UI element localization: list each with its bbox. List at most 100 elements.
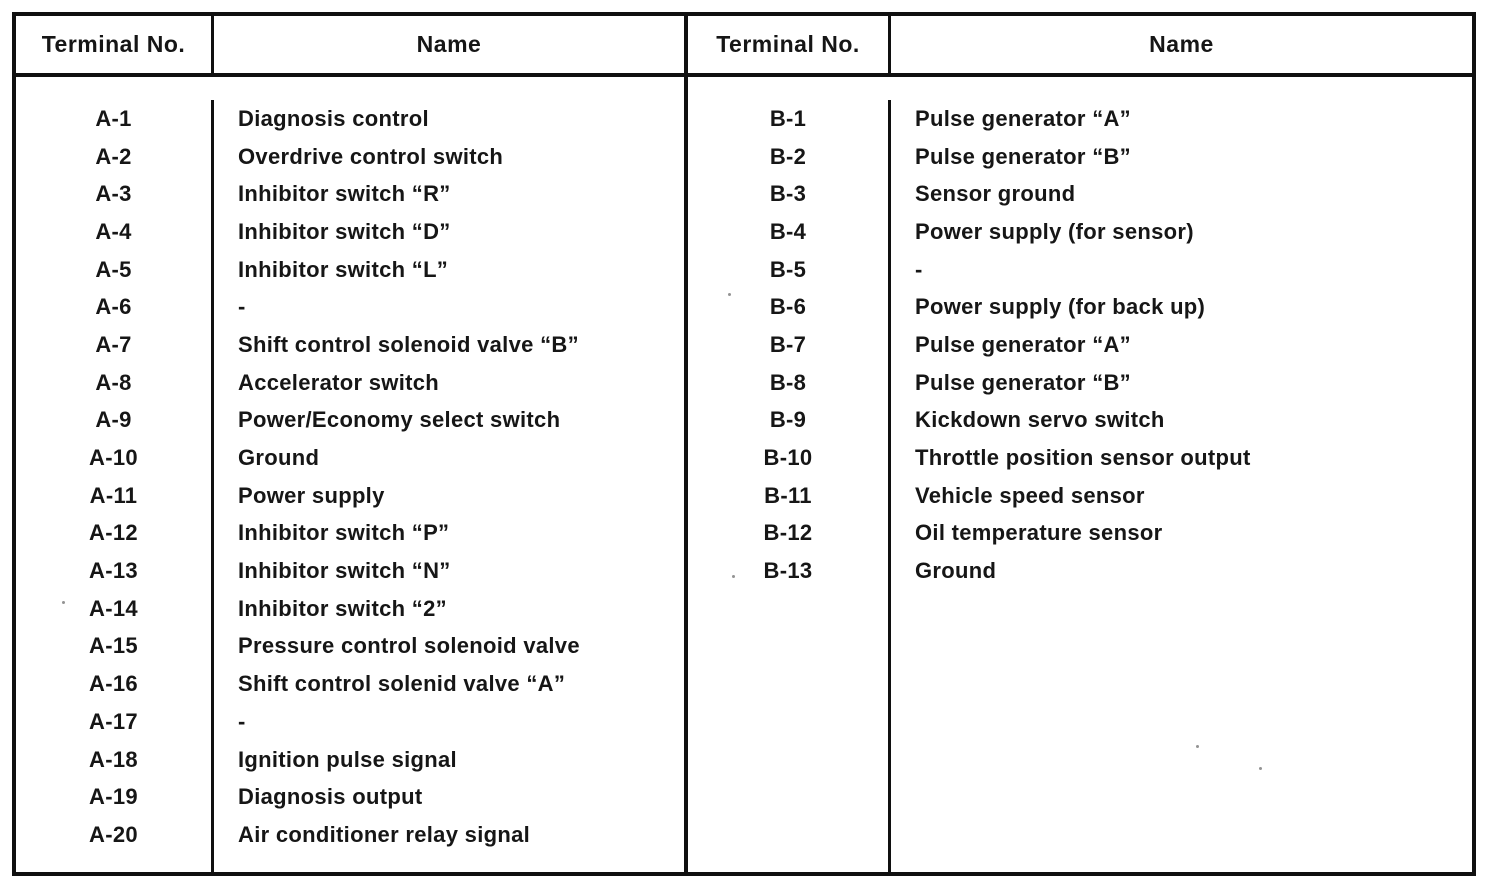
terminal-no-cell: A-20 xyxy=(16,816,214,854)
terminal-no-cell: A-19 xyxy=(16,778,214,817)
terminal-no-cell: A-1 xyxy=(16,100,214,138)
terminal-name-cell: Air conditioner relay signal xyxy=(238,821,531,847)
terminal-name-cell: Pulse generator “B” xyxy=(915,143,1131,169)
terminal-no-cell: A-2 xyxy=(16,137,214,176)
table-row: B-5 - xyxy=(688,250,1472,289)
terminal-name-cell: Accelerator switch xyxy=(238,369,440,395)
table-row: A-20 Air conditioner relay signal xyxy=(16,816,684,854)
terminal-name-cell: Power/Economy select switch xyxy=(238,407,561,433)
table-row: A-2 Overdrive control switch xyxy=(16,137,684,176)
terminal-no-cell: A-5 xyxy=(16,250,214,289)
table-row: B-9 Kickdown servo switch xyxy=(688,401,1472,440)
terminal-no-cell: A-18 xyxy=(16,740,214,779)
terminal-name-cell: Kickdown servo switch xyxy=(915,407,1165,433)
table-a-header-row: Terminal No. Name xyxy=(16,16,684,77)
terminal-name-cell: Inhibitor switch “2” xyxy=(238,595,447,621)
table-a-header-terminal-no: Terminal No. xyxy=(16,16,214,73)
table-row: A-1 Diagnosis control xyxy=(16,100,684,138)
table-b-header-row: Terminal No. Name xyxy=(688,16,1472,77)
table-connector-b: Terminal No. Name B-1 Pulse generator “A… xyxy=(688,16,1472,872)
terminal-no-cell: B-2 xyxy=(688,137,891,176)
terminal-no-cell: A-11 xyxy=(16,476,214,515)
terminal-name-cell: Pulse generator “A” xyxy=(915,105,1131,131)
terminal-name-cell: Pulse generator “A” xyxy=(915,331,1131,357)
terminal-no-cell: A-9 xyxy=(16,401,214,440)
terminal-no-cell: A-3 xyxy=(16,175,214,214)
table-row: A-4 Inhibitor switch “D” xyxy=(16,213,684,251)
terminal-name-cell: Inhibitor switch “L” xyxy=(238,256,449,282)
terminal-no-cell: A-8 xyxy=(16,363,214,402)
table-row: B-1 Pulse generator “A” xyxy=(688,100,1472,138)
terminal-name-cell: Shift control solenid valve “A” xyxy=(238,671,566,697)
terminal-name-cell: Ground xyxy=(915,558,997,584)
scan-speckle xyxy=(1259,767,1262,770)
terminal-name-cell: Overdrive control switch xyxy=(238,143,504,169)
terminal-name-cell: Ground xyxy=(238,445,320,471)
table-row: B-2 Pulse generator “B” xyxy=(688,137,1472,176)
table-row: B-8 Pulse generator “B” xyxy=(688,363,1472,402)
terminal-no-cell: A-16 xyxy=(16,665,214,703)
table-row: A-15 Pressure control solenoid valve xyxy=(16,627,684,666)
column-divider-extension xyxy=(16,853,684,872)
terminal-no-cell: A-13 xyxy=(16,552,214,590)
terminal-no-cell: A-4 xyxy=(16,213,214,251)
table-row: B-12 Oil temperature sensor xyxy=(688,514,1472,553)
terminal-no-cell: B-12 xyxy=(688,514,891,553)
table-row: B-4 Power supply (for sensor) xyxy=(688,213,1472,251)
table-row: A-16 Shift control solenid valve “A” xyxy=(16,665,684,703)
table-a-body: A-1 Diagnosis control A-2 Overdrive cont… xyxy=(16,77,684,872)
terminal-no-cell: B-3 xyxy=(688,175,891,214)
table-row: A-8 Accelerator switch xyxy=(16,363,684,402)
terminal-name-cell: Sensor ground xyxy=(915,181,1076,207)
terminal-name-cell: Power supply (for back up) xyxy=(915,294,1206,320)
terminal-table: Terminal No. Name A-1 Diagnosis control … xyxy=(12,12,1476,876)
terminal-no-cell: B-7 xyxy=(688,326,891,364)
terminal-name-cell: Vehicle speed sensor xyxy=(915,482,1145,508)
terminal-no-cell: B-1 xyxy=(688,100,891,138)
table-row: A-13 Inhibitor switch “N” xyxy=(16,552,684,590)
table-a-header-name: Name xyxy=(416,31,482,57)
scan-speckle xyxy=(62,601,65,604)
table-row: A-17 - xyxy=(16,703,684,741)
terminal-no-cell: B-8 xyxy=(688,363,891,402)
table-row: A-11 Power supply xyxy=(16,476,684,515)
terminal-name-cell: Inhibitor switch “P” xyxy=(238,520,450,546)
table-row: B-7 Pulse generator “A” xyxy=(688,326,1472,364)
terminal-name-cell: - xyxy=(238,294,246,320)
table-row: A-3 Inhibitor switch “R” xyxy=(16,175,684,214)
table-row: B-11 Vehicle speed sensor xyxy=(688,476,1472,515)
table-b-header-name: Name xyxy=(1149,31,1214,57)
table-connector-a: Terminal No. Name A-1 Diagnosis control … xyxy=(16,16,688,872)
terminal-name-cell: Inhibitor switch “R” xyxy=(238,181,451,207)
table-row: A-5 Inhibitor switch “L” xyxy=(16,250,684,289)
table-row: A-14 Inhibitor switch “2” xyxy=(16,589,684,628)
scan-speckle xyxy=(732,575,735,578)
table-row: A-9 Power/Economy select switch xyxy=(16,401,684,440)
terminal-no-cell: B-6 xyxy=(688,288,891,327)
terminal-name-cell: - xyxy=(915,256,923,282)
terminal-no-cell: A-15 xyxy=(16,627,214,666)
table-row: B-3 Sensor ground xyxy=(688,175,1472,214)
table-row: B-13 Ground xyxy=(688,552,1472,590)
table-b-body: B-1 Pulse generator “A” B-2 Pulse genera… xyxy=(688,77,1472,872)
table-row: A-18 Ignition pulse signal xyxy=(16,740,684,779)
column-divider-extension xyxy=(688,589,1472,872)
table-row: B-6 Power supply (for back up) xyxy=(688,288,1472,327)
terminal-no-cell: B-4 xyxy=(688,213,891,251)
terminal-name-cell: Throttle position sensor output xyxy=(915,445,1251,471)
terminal-no-cell: A-6 xyxy=(16,288,214,327)
terminal-name-cell: - xyxy=(238,708,246,734)
terminal-name-cell: Power supply (for sensor) xyxy=(915,218,1194,244)
terminal-no-cell: B-10 xyxy=(688,439,891,477)
table-row: A-12 Inhibitor switch “P” xyxy=(16,514,684,553)
terminal-no-cell: A-17 xyxy=(16,703,214,741)
terminal-no-cell: A-14 xyxy=(16,589,214,628)
terminal-name-cell: Inhibitor switch “N” xyxy=(238,558,451,584)
terminal-name-cell: Inhibitor switch “D” xyxy=(238,218,451,244)
terminal-no-cell: B-9 xyxy=(688,401,891,440)
scan-speckle xyxy=(728,293,731,296)
terminal-no-cell: B-13 xyxy=(688,552,891,590)
table-row: A-10 Ground xyxy=(16,439,684,477)
terminal-name-cell: Shift control solenoid valve “B” xyxy=(238,331,579,357)
